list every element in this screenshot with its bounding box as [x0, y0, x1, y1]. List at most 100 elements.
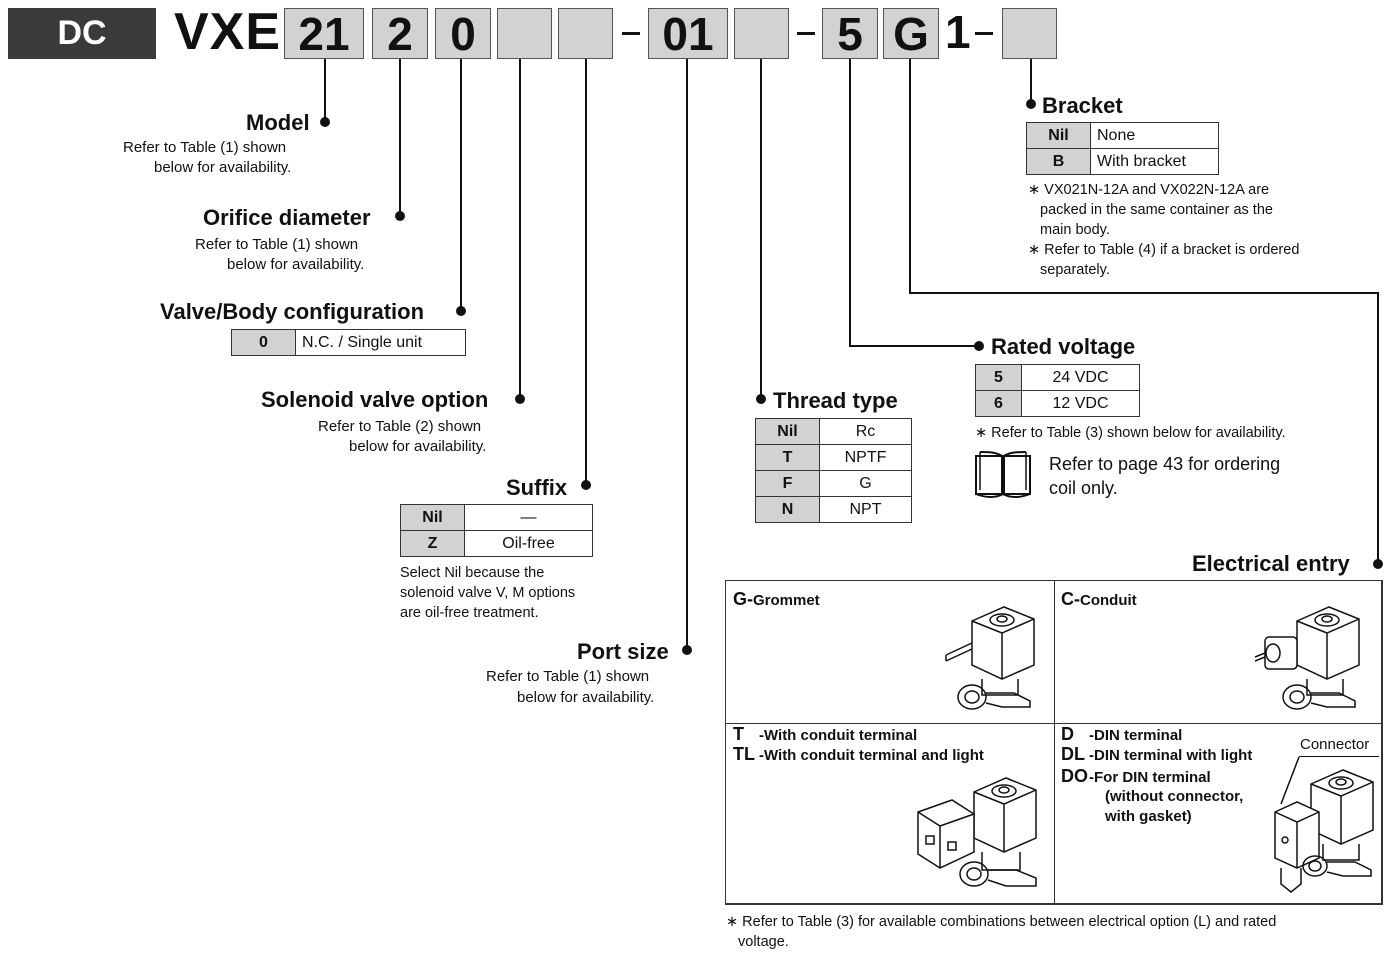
voltage-title: Rated voltage [991, 334, 1136, 359]
do-code: DO [1061, 766, 1088, 786]
entry-code-box: G [883, 8, 939, 60]
orifice-code-box: 2 [372, 8, 428, 60]
bracket-value: None [1090, 122, 1219, 149]
table-row: F G [755, 470, 912, 497]
option-title: Solenoid valve option [261, 387, 489, 412]
voltage-leader-h [849, 345, 979, 347]
voltage-note: ∗ Refer to Table (3) shown below for ava… [975, 425, 1286, 441]
option-leader [519, 59, 521, 399]
voltage-value: 24 VDC [1021, 364, 1140, 391]
book-ref: Refer to page 43 for ordering [1049, 454, 1281, 474]
table-row: Nil — [400, 504, 593, 531]
thread-dot [756, 394, 766, 404]
voltage-leader [849, 59, 851, 347]
dc-badge: DC [8, 8, 156, 59]
table-row: 5 24 VDC [975, 364, 1140, 391]
table-row: Nil None [1026, 122, 1219, 149]
thread-value: NPT [819, 496, 912, 523]
connector-underline [1299, 756, 1379, 757]
book-icon [975, 451, 1031, 498]
orifice-desc: below for availability. [227, 256, 365, 273]
bracket-code: Nil [1026, 122, 1091, 149]
port-desc: below for availability. [517, 689, 655, 706]
port-desc: Refer to Table (1) shown [486, 668, 650, 685]
grommet-code: G- [733, 589, 753, 609]
table-row: N NPT [755, 496, 912, 523]
suffix-code-box [558, 8, 613, 59]
bracket-table: Nil None B With bracket [1026, 122, 1219, 175]
config-value: N.C. / Single unit [295, 329, 466, 356]
port-code-box: 01 [648, 8, 728, 60]
do-label: -For DIN terminal [1089, 769, 1211, 786]
orifice-dot [395, 211, 405, 221]
entry-leader [909, 59, 911, 294]
model-prefix: VXE [174, 3, 282, 61]
din-terminal-cell: D-DIN terminal DL-DIN terminal with ligh… [1054, 723, 1383, 905]
d-label: -DIN terminal [1089, 727, 1183, 744]
thread-code: Nil [755, 418, 820, 445]
bracket-code: B [1026, 148, 1091, 175]
bracket-note: packed in the same container as the [1040, 202, 1273, 218]
separator-dash [797, 32, 815, 35]
option-desc: Refer to Table (2) shown [318, 418, 482, 435]
suffix-value: — [464, 504, 593, 531]
entry-title: Electrical entry [1192, 551, 1350, 576]
bracket-note: separately. [1040, 262, 1110, 278]
table-row: T NPTF [755, 444, 912, 471]
grommet-label: Grommet [753, 592, 820, 609]
suffix-value: Oil-free [464, 530, 593, 557]
config-dot [456, 306, 466, 316]
voltage-dot [974, 341, 984, 351]
footer-note: ∗ Refer to Table (3) for available combi… [726, 914, 1277, 930]
thread-code: T [755, 444, 820, 471]
suffix-note: are oil-free treatment. [400, 605, 539, 621]
tl-code: TL [733, 744, 755, 764]
bracket-code-box [1002, 8, 1057, 59]
entry-leader-v [1377, 292, 1379, 562]
voltage-value: 12 VDC [1021, 390, 1140, 417]
option-desc: below for availability. [349, 438, 487, 455]
table-row: Nil Rc [755, 418, 912, 445]
model-code-box: 21 [284, 8, 364, 60]
thread-title: Thread type [773, 388, 898, 413]
literal-one: 1 [945, 6, 971, 58]
connector-label: Connector [1300, 736, 1370, 753]
model-title: Model [246, 110, 310, 135]
grommet-valve-illustration [945, 606, 1035, 710]
config-code-box: 0 [435, 8, 491, 60]
bracket-note: ∗ VX021N-12A and VX022N-12A are [1028, 182, 1270, 198]
conduit-cell: C-Conduit [1054, 580, 1383, 724]
suffix-table: Nil — Z Oil-free [400, 504, 593, 557]
t-code: T [733, 724, 744, 744]
bracket-leader [1030, 59, 1032, 103]
voltage-code-box: 5 [822, 8, 878, 60]
thread-table: Nil Rc T NPTF F G N NPT [755, 418, 912, 523]
model-leader [324, 59, 326, 122]
conduit-terminal-cell: T-With conduit terminal TL-With conduit … [725, 723, 1055, 905]
bracket-value: With bracket [1090, 148, 1219, 175]
table-row: 6 12 VDC [975, 390, 1140, 417]
suffix-note: solenoid valve V, M options [400, 585, 576, 601]
d-code: D [1061, 724, 1074, 744]
conduit-label: Conduit [1080, 592, 1137, 609]
voltage-code: 6 [975, 390, 1022, 417]
thread-leader [760, 59, 762, 399]
config-title: Valve/Body configuration [160, 299, 425, 324]
do-label-line3: with gasket) [1105, 808, 1192, 825]
suffix-code: Z [400, 530, 465, 557]
bracket-title: Bracket [1042, 93, 1123, 118]
orifice-title: Orifice diameter [203, 205, 371, 230]
table-row: Z Oil-free [400, 530, 593, 557]
suffix-code: Nil [400, 504, 465, 531]
model-desc: below for availability. [154, 159, 292, 176]
port-dot [682, 645, 692, 655]
port-title: Port size [577, 639, 669, 664]
thread-code: F [755, 470, 820, 497]
thread-code-box [734, 8, 789, 59]
port-leader [686, 59, 688, 650]
separator-dash [975, 32, 993, 35]
voltage-code: 5 [975, 364, 1022, 391]
grommet-cell: G-Grommet [725, 580, 1055, 724]
din-terminal-valve-illustration [1274, 756, 1374, 893]
config-table: 0 N.C. / Single unit [231, 329, 466, 356]
